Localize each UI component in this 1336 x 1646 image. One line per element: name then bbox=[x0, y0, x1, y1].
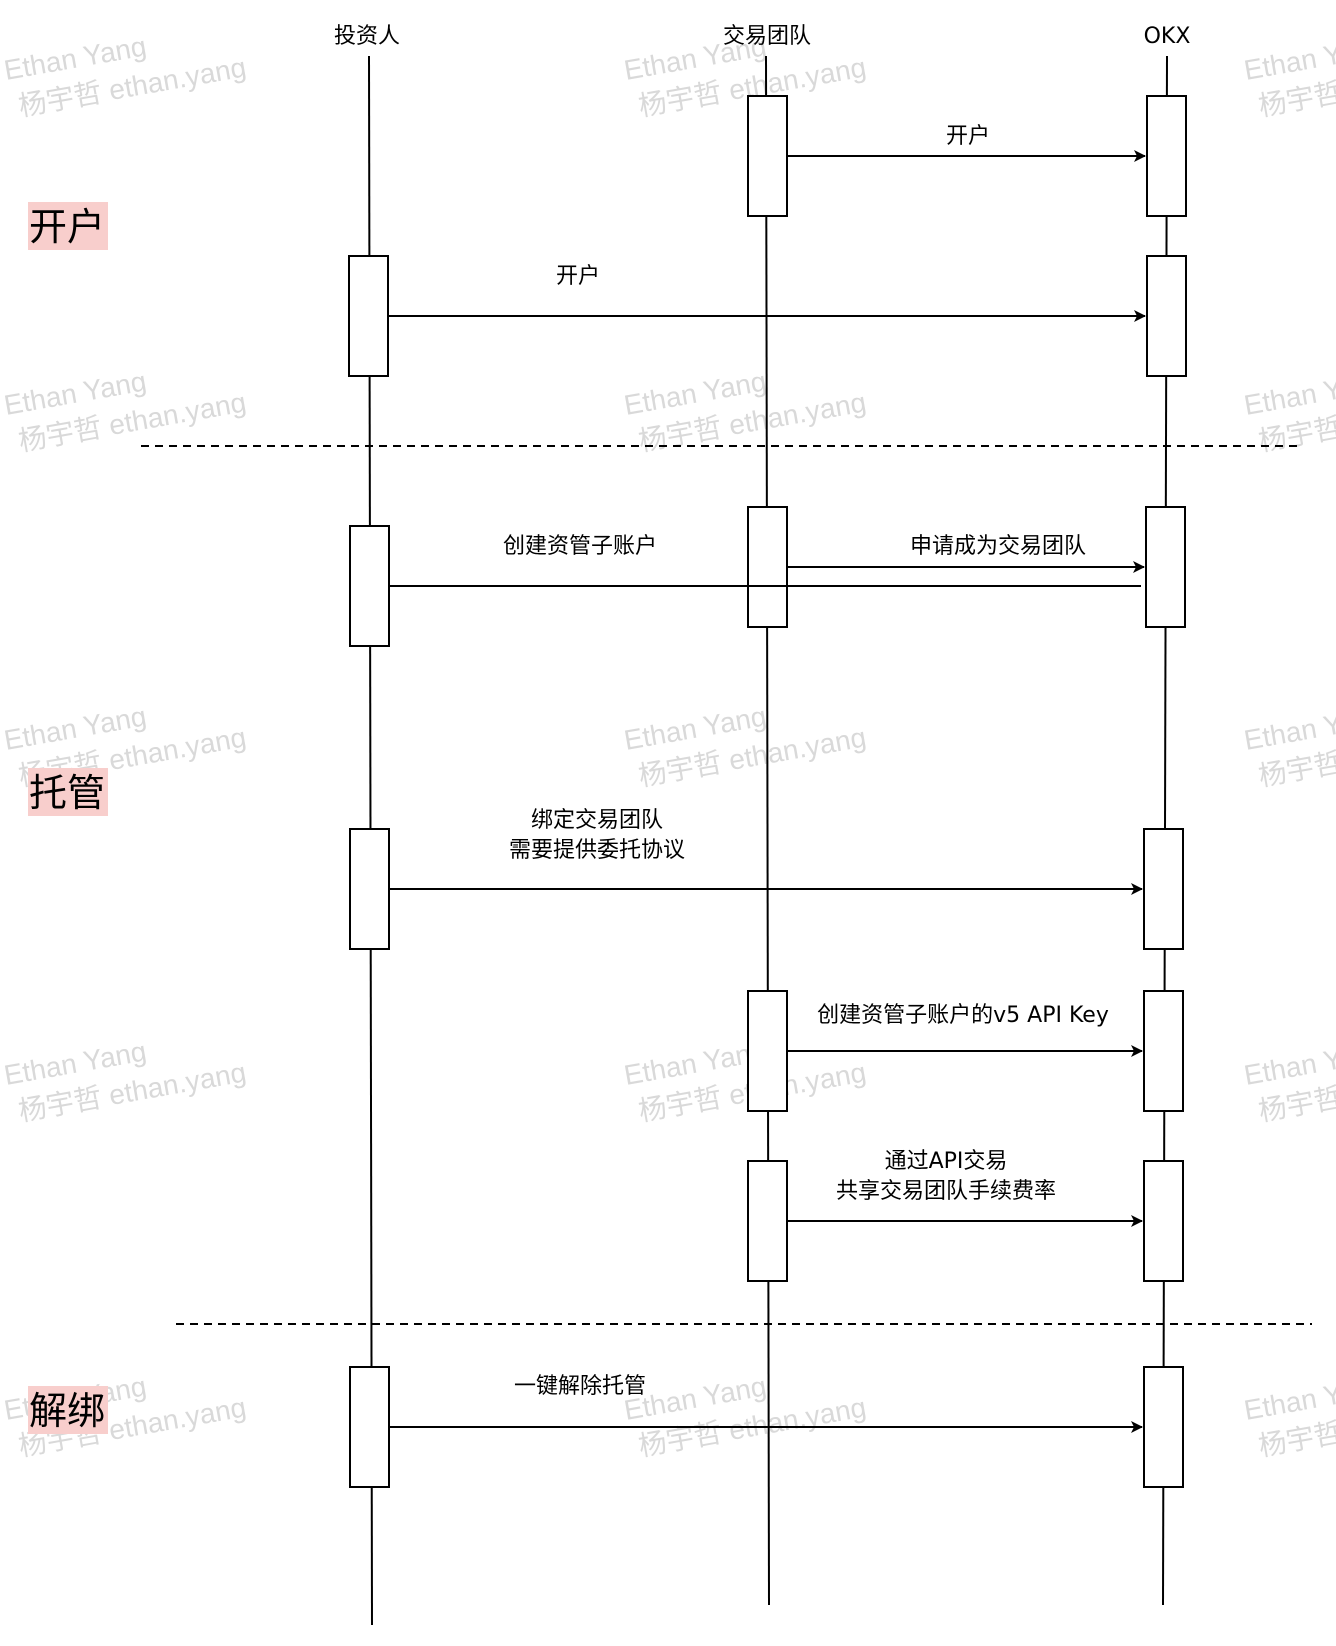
phase-custody-label: 托管 bbox=[29, 771, 105, 815]
activation-okx-6 bbox=[1143, 1160, 1184, 1282]
activation-okx-2 bbox=[1146, 255, 1187, 377]
message-unbind-custody-label: 一键解除托管 bbox=[514, 1374, 646, 1399]
activation-investor-2 bbox=[349, 525, 390, 647]
activation-okx-4 bbox=[1143, 828, 1184, 950]
message-team-open-label: 开户 bbox=[946, 124, 990, 149]
phase-unbind-highlight bbox=[28, 1386, 108, 1434]
phase-open-label: 开户 bbox=[29, 205, 105, 249]
message-bind-team-label-line2: 需要提供委托协议 bbox=[509, 838, 685, 863]
message-apply-team-label: 申请成为交易团队 bbox=[910, 534, 1086, 559]
activation-team-1 bbox=[747, 95, 788, 217]
phase-open-highlight bbox=[28, 202, 108, 250]
phase-custody-highlight bbox=[28, 768, 108, 816]
message-create-subaccount-label: 创建资管子账户 bbox=[503, 534, 657, 559]
activation-okx-3 bbox=[1145, 506, 1186, 628]
watermark-text-line1: Ethan Yang bbox=[1242, 1370, 1336, 1425]
lifeline-team bbox=[765, 55, 770, 1606]
activation-okx-1 bbox=[1146, 95, 1187, 217]
watermark-text-line1: Ethan Yang bbox=[1242, 700, 1336, 755]
watermark-text-line1: Ethan Yang bbox=[1242, 1035, 1336, 1090]
activation-team-3 bbox=[747, 990, 788, 1112]
actor-okx-label: OKX bbox=[1144, 24, 1191, 49]
phase-unbind-label: 解绑 bbox=[29, 1389, 105, 1433]
actor-team-label: 交易团队 bbox=[723, 24, 811, 49]
activation-team-2 bbox=[747, 506, 788, 628]
watermark-text-line1: Ethan Yang bbox=[1242, 30, 1336, 85]
watermark-text-line1: Ethan Yang bbox=[1242, 365, 1336, 420]
activation-okx-7 bbox=[1143, 1366, 1184, 1488]
message-create-api-key-label: 创建资管子账户的v5 API Key bbox=[817, 1003, 1109, 1028]
activation-investor-1 bbox=[348, 255, 389, 377]
activation-okx-5 bbox=[1143, 990, 1184, 1112]
message-trade-api-label-line1: 通过API交易 bbox=[885, 1149, 1008, 1174]
message-trade-api-label-line2: 共享交易团队手续费率 bbox=[836, 1179, 1056, 1204]
activation-investor-4 bbox=[349, 1366, 390, 1488]
activation-investor-3 bbox=[349, 828, 390, 950]
activation-team-4 bbox=[747, 1160, 788, 1282]
actor-investor-label: 投资人 bbox=[334, 24, 400, 49]
message-investor-open-label: 开户 bbox=[556, 264, 600, 289]
message-bind-team-label-line1: 绑定交易团队 bbox=[531, 808, 663, 833]
